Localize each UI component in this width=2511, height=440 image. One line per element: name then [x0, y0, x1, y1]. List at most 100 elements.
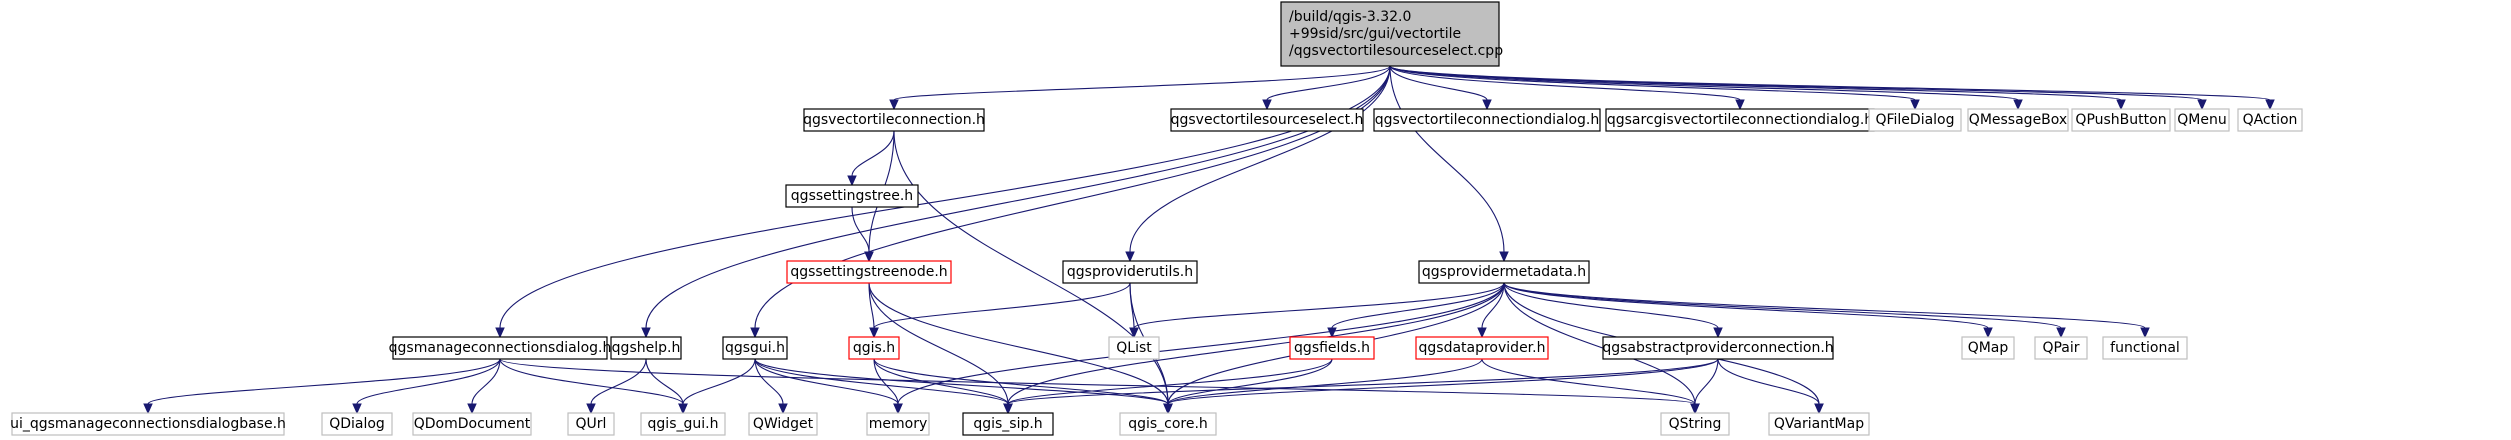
node-box [1119, 412, 1217, 436]
node-ui_qgsmanageconnectionsdialogbase[interactable]: ui_qgsmanageconnectionsdialogbase.h [10, 412, 286, 436]
node-qgsvectortileconnectiondialog[interactable]: qgsvectortileconnectiondialog.h [1373, 108, 1601, 132]
node-box [610, 336, 682, 360]
node-QMap[interactable]: QMap [1961, 336, 2015, 360]
edge-qgsabstractproviderconnection-to-qgis_sip [1003, 358, 1719, 415]
node-label: QMenu [2177, 112, 2226, 128]
node-qgsabstractproviderconnection[interactable]: qgsabstractproviderconnection.h [1602, 336, 1834, 360]
node-qgssettingstree[interactable]: qgssettingstree.h [785, 184, 919, 208]
edge-qgsprovidermetadata-to-QList [1129, 282, 1505, 339]
node-qgis_gui[interactable]: qgis_gui.h [640, 412, 726, 436]
node-label: QPair [2042, 340, 2079, 356]
node-box [1868, 108, 1962, 132]
node-box [567, 412, 615, 436]
edge-root-to-qgsproviderutils [1125, 65, 1391, 263]
node-box [2102, 336, 2188, 360]
node-box [866, 412, 930, 436]
node-QMenu[interactable]: QMenu [2174, 108, 2230, 132]
node-box [1062, 260, 1198, 284]
node-label: qgis_core.h [1128, 416, 1208, 432]
node-QPair[interactable]: QPair [2034, 336, 2088, 360]
node-QString[interactable]: QString [1660, 412, 1730, 436]
node-box [1108, 336, 1160, 360]
node-label: QString [1669, 416, 1722, 432]
node-box [392, 336, 608, 360]
node-root[interactable]: /build/qgis-3.32.0+99sid/src/gui/vectort… [1280, 1, 1503, 67]
node-qgis_sip[interactable]: qgis_sip.h [962, 412, 1054, 436]
node-label: QList [1116, 340, 1152, 356]
node-label: QMap [1968, 340, 2009, 356]
node-qgis[interactable]: qgis.h [848, 336, 900, 360]
edge-qgsgui-to-qgis_core [754, 358, 1173, 415]
node-box [1602, 336, 1834, 360]
node-label: QPushButton [2075, 112, 2166, 128]
node-box [962, 412, 1054, 436]
edge-root-to-qgsmanageconnectionsdialog [495, 65, 1391, 339]
edge-qgsprovidermetadata-to-functional [1503, 282, 2150, 339]
node-qgsfields[interactable]: qgsfields.h [1289, 336, 1375, 360]
node-QMessageBox[interactable]: QMessageBox [1967, 108, 2069, 132]
node-label: qgsabstractproviderconnection.h [1602, 340, 1833, 356]
node-label: +99sid/src/gui/vectortile [1289, 26, 1461, 42]
node-QPushButton[interactable]: QPushButton [2071, 108, 2171, 132]
node-QAction[interactable]: QAction [2237, 108, 2303, 132]
node-QList[interactable]: QList [1108, 336, 1160, 360]
node-qgsvectortileconnection[interactable]: qgsvectortileconnection.h [803, 108, 985, 132]
edge-qgsgui-to-qgis_sip [754, 358, 1013, 415]
edge-root-to-qgsvectortileconnectiondialog [1389, 65, 1492, 111]
node-label: /build/qgis-3.32.0 [1289, 9, 1411, 25]
edge-qgsvectortileconnection-to-qgssettingstree [847, 130, 895, 187]
node-box [1961, 336, 2015, 360]
edge-qgsmanageconnectionsdialog-to-QDomDocument [467, 358, 501, 415]
node-box [1289, 336, 1375, 360]
node-QWidget[interactable]: QWidget [748, 412, 818, 436]
node-box [1415, 336, 1549, 360]
node-qgsgui[interactable]: qgsgui.h [722, 336, 788, 360]
node-qgssettingstreenode[interactable]: qgssettingstreenode.h [786, 260, 952, 284]
edges-layer [143, 65, 2275, 415]
edge-qgsmanageconnectionsdialog-to-ui_qgsmanageconnectionsdialogbase [143, 358, 501, 415]
node-QFileDialog[interactable]: QFileDialog [1868, 108, 1962, 132]
node-qgshelp[interactable]: qgshelp.h [610, 336, 682, 360]
node-label: qgshelp.h [612, 340, 681, 356]
node-qgsmanageconnectionsdialog[interactable]: qgsmanageconnectionsdialog.h [389, 336, 612, 360]
node-label: qgis_sip.h [973, 416, 1042, 432]
node-box [2237, 108, 2303, 132]
node-box [1170, 108, 1364, 132]
edge-qgsprovidermetadata-to-QPair [1503, 282, 2066, 339]
edge-root-to-qgsvectortilesourceselect [1262, 65, 1391, 111]
edge-qgsgui-to-QWidget [754, 358, 788, 415]
node-label: qgssettingstreenode.h [790, 264, 947, 280]
node-QDomDocument[interactable]: QDomDocument [412, 412, 532, 436]
node-QVariantMap[interactable]: QVariantMap [1768, 412, 1870, 436]
node-label: /qgsvectortilesourceselect.cpp [1289, 43, 1503, 59]
node-label: qgsvectortileconnectiondialog.h [1375, 112, 1600, 128]
node-qgsprovidermetadata[interactable]: qgsprovidermetadata.h [1418, 260, 1590, 284]
node-QDialog[interactable]: QDialog [321, 412, 393, 436]
node-box [2034, 336, 2088, 360]
node-QUrl[interactable]: QUrl [567, 412, 615, 436]
node-box [1373, 108, 1601, 132]
node-qgsproviderutils[interactable]: qgsproviderutils.h [1062, 260, 1198, 284]
edge-root-to-qgsprovidermetadata [1389, 65, 1509, 263]
edge-qgsgui-to-memory [754, 358, 903, 415]
node-memory[interactable]: memory [866, 412, 930, 436]
node-label: qgssettingstree.h [791, 188, 913, 204]
edge-root-to-QMessageBox [1389, 65, 2023, 111]
node-label: qgsprovidermetadata.h [1422, 264, 1586, 280]
node-qgis_core[interactable]: qgis_core.h [1119, 412, 1217, 436]
edge-root-to-qgsarcgisvectortileconnectiondialog [1389, 65, 1745, 111]
node-label: qgsfields.h [1294, 340, 1370, 356]
node-label: QVariantMap [1774, 416, 1864, 432]
node-label: QDomDocument [414, 416, 531, 432]
edge-qgsmanageconnectionsdialog-to-QDialog [352, 358, 501, 415]
node-qgsdataprovider[interactable]: qgsdataprovider.h [1415, 336, 1549, 360]
node-qgsvectortilesourceselect[interactable]: qgsvectortilesourceselect.h [1170, 108, 1364, 132]
edge-root-to-QFileDialog [1389, 65, 1920, 111]
edge-qgshelp-to-QUrl [586, 358, 647, 415]
nodes-layer: /build/qgis-3.32.0+99sid/src/gui/vectort… [10, 1, 2303, 436]
node-functional[interactable]: functional [2102, 336, 2188, 360]
node-box [321, 412, 393, 436]
node-qgsarcgisvectortileconnectiondialog[interactable]: qgsarcgisvectortileconnectiondialog.h [1605, 108, 1875, 132]
node-box [1280, 1, 1500, 67]
node-label: QDialog [329, 416, 385, 432]
